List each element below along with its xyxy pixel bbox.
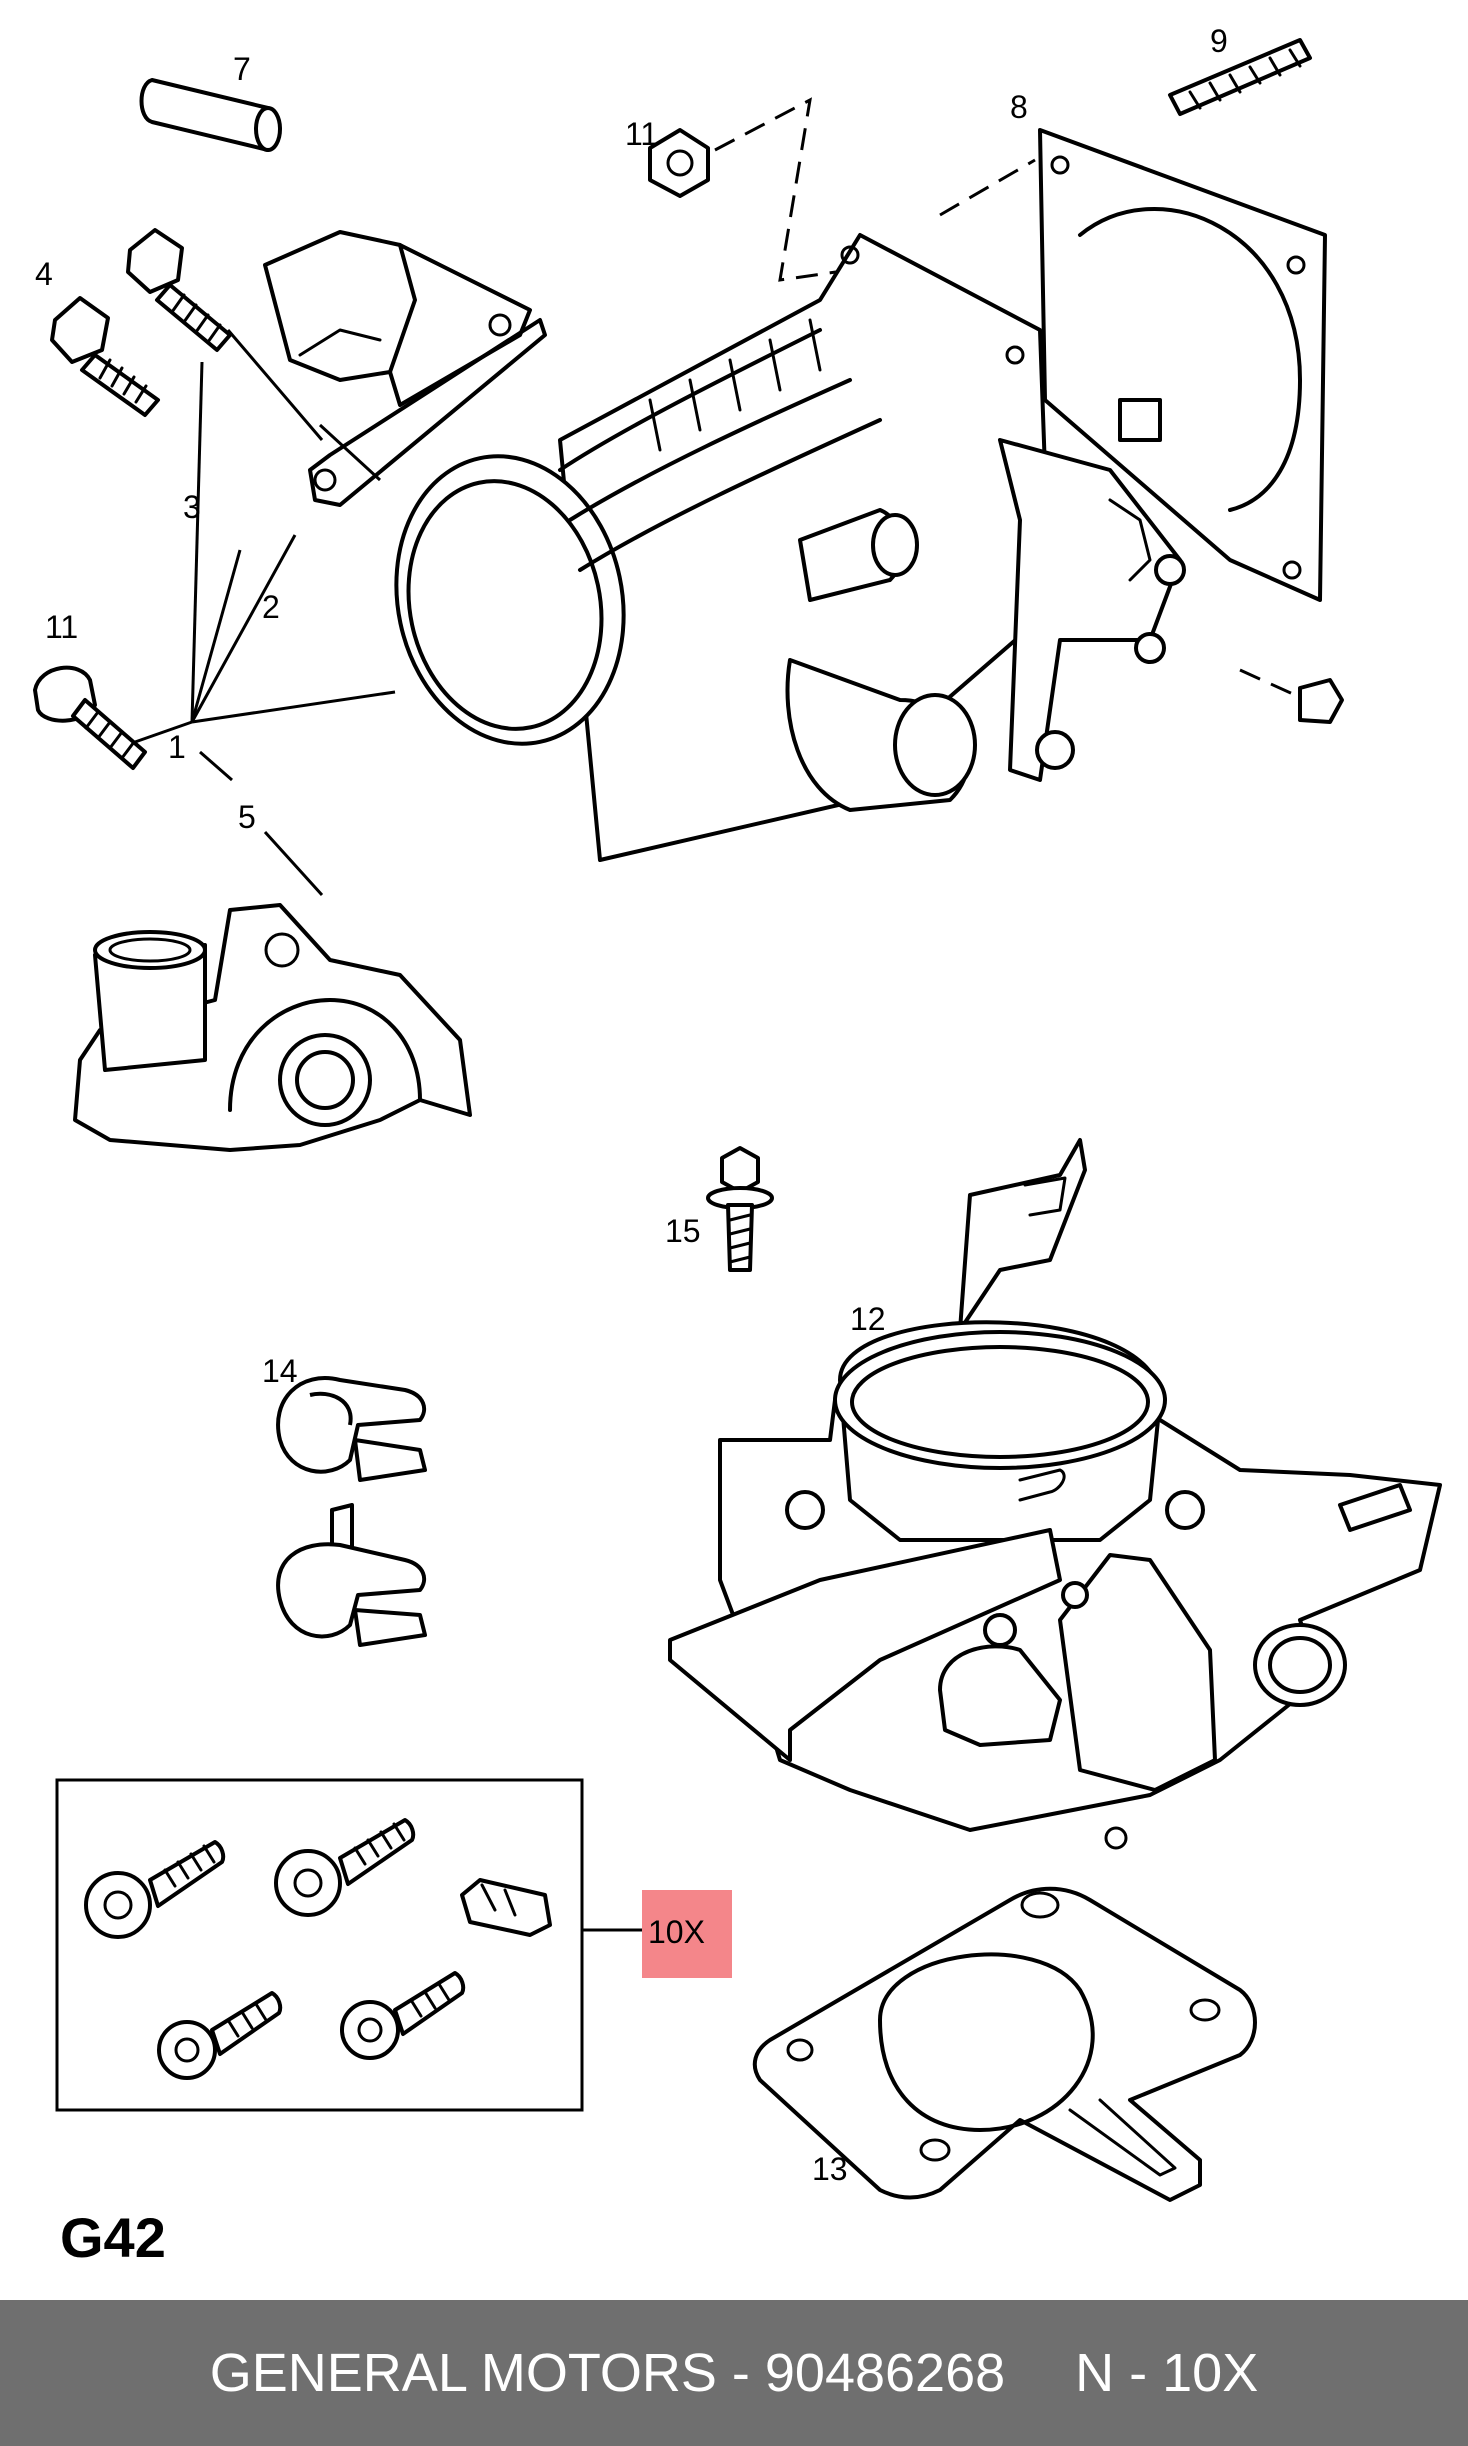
part-7-gasket (1038, 128, 1327, 602)
part-6-sleeve (139, 78, 282, 152)
part-5-sensor (73, 903, 472, 1152)
part-label-6: 7 (233, 51, 251, 87)
part-11-bolt (33, 665, 147, 770)
kit-screw-1 (84, 1840, 226, 1939)
part-label-8: 9 (1210, 23, 1228, 59)
part-label-13: 13 (812, 2151, 848, 2187)
callout-10x-label: 10X (648, 1914, 705, 1950)
kit-clip (460, 1878, 552, 1937)
part-label-14: 14 (262, 1353, 298, 1389)
part-label-2: 2 (262, 589, 280, 625)
footer-bar: GENERAL MOTORS - 90486268 N - 10X (0, 2300, 1468, 2446)
part-9-nut (648, 128, 710, 198)
small-nut (1298, 678, 1344, 724)
part-4-bolt (50, 296, 160, 417)
part-label-1: 1 (168, 729, 186, 765)
kit-screw-2 (274, 1818, 416, 1917)
callout-10x: 10X (642, 1890, 732, 1978)
footer-separator: - (731, 2343, 750, 2403)
kit-screw-4 (340, 1971, 466, 2060)
footer-part-number: 90486268 (764, 2343, 1006, 2403)
leader-9 (714, 97, 851, 282)
callout-10x-box (642, 1890, 732, 1978)
part-label-4: 4 (35, 256, 53, 292)
part-12-throttle-body (668, 1138, 1442, 1850)
part-label-7: 8 (1010, 89, 1028, 125)
sheet-code: G42 (60, 2206, 166, 2269)
part-1-leader-lines (134, 329, 396, 897)
exploded-parts-diagram: 10X 7 9 8 11 4 3 2 11 1 5 15 12 14 13 (33, 23, 1442, 2202)
part-label-15: 15 (665, 1213, 701, 1249)
part-label-3: 3 (183, 489, 201, 525)
part-label-12: 12 (850, 1301, 886, 1337)
part-8-stud (1168, 38, 1312, 116)
kit-box (55, 1778, 642, 2112)
part-15-bolt (706, 1146, 774, 1272)
part-label-11: 11 (45, 609, 78, 645)
part-14-clamp-lower (276, 1503, 427, 1647)
part-1-throttle-body (394, 233, 1186, 862)
footer-ref: N - 10X (1075, 2343, 1259, 2403)
part-2-actuator (263, 230, 547, 507)
kit-screw-3 (157, 1991, 283, 2080)
footer-brand: GENERAL MOTORS (209, 2343, 717, 2403)
part-label-5: 5 (238, 799, 256, 835)
part-14-clamp-upper (276, 1376, 427, 1482)
leader-7 (939, 158, 1036, 217)
leader-small-nut (1239, 668, 1296, 697)
part-label-9: 11 (625, 116, 658, 152)
part-3-bolt (126, 228, 232, 352)
part-13-gasket (752, 1886, 1257, 2202)
